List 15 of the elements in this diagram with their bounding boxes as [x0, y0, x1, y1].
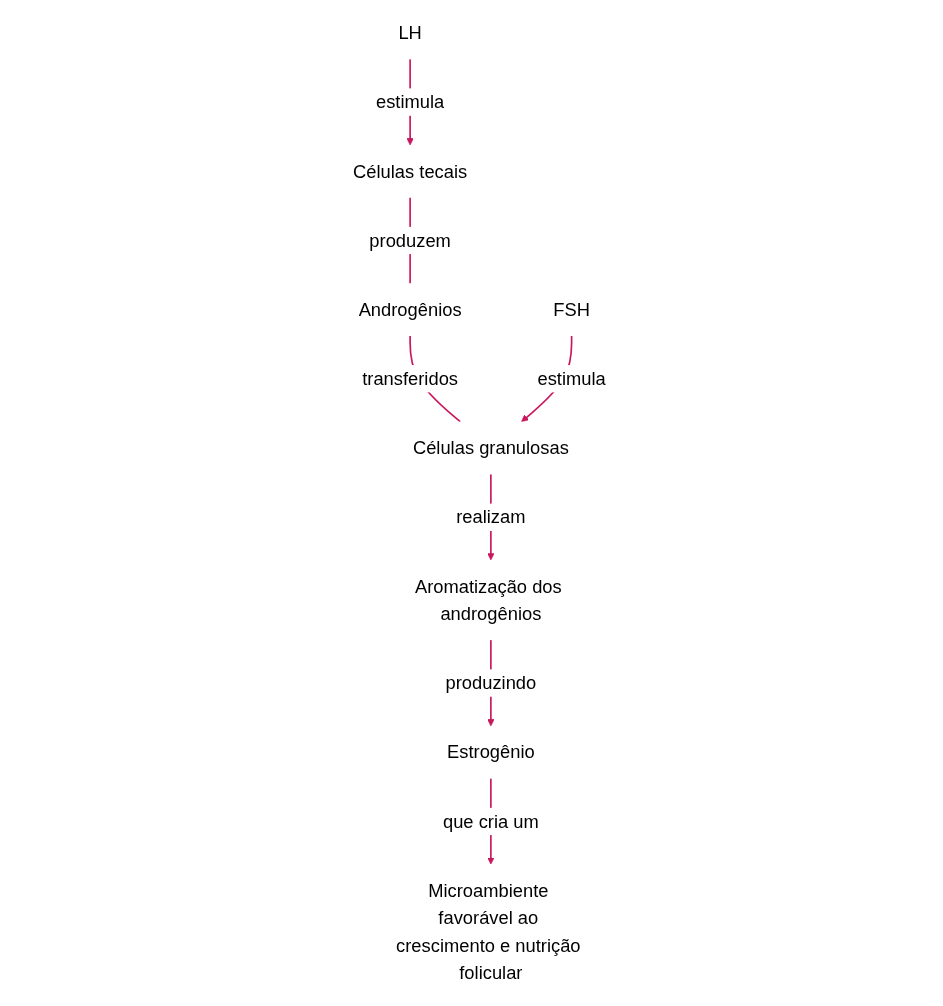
- edge-label: estimula: [537, 368, 606, 390]
- node-text: Células tecais: [353, 160, 468, 182]
- node-text: LH: [398, 22, 422, 44]
- node-text: Estrogênio: [447, 741, 535, 763]
- edge-label: realizam: [456, 506, 526, 528]
- node-text: FSH: [553, 299, 590, 321]
- node-text: Androgênios: [358, 299, 462, 321]
- edge-label: que cria um: [442, 810, 539, 832]
- node-text: Células granulosas: [412, 437, 569, 459]
- node-text: Aromatização dos androgênios: [414, 575, 562, 625]
- edge-label: transferidos: [362, 368, 459, 390]
- edge-label: produzindo: [445, 672, 537, 694]
- edge-label: produzem: [369, 230, 451, 251]
- edge-label: estimula: [375, 91, 445, 113]
- node-text: Microambiente favorável ao crescimento e nutrição folicular: [396, 880, 581, 984]
